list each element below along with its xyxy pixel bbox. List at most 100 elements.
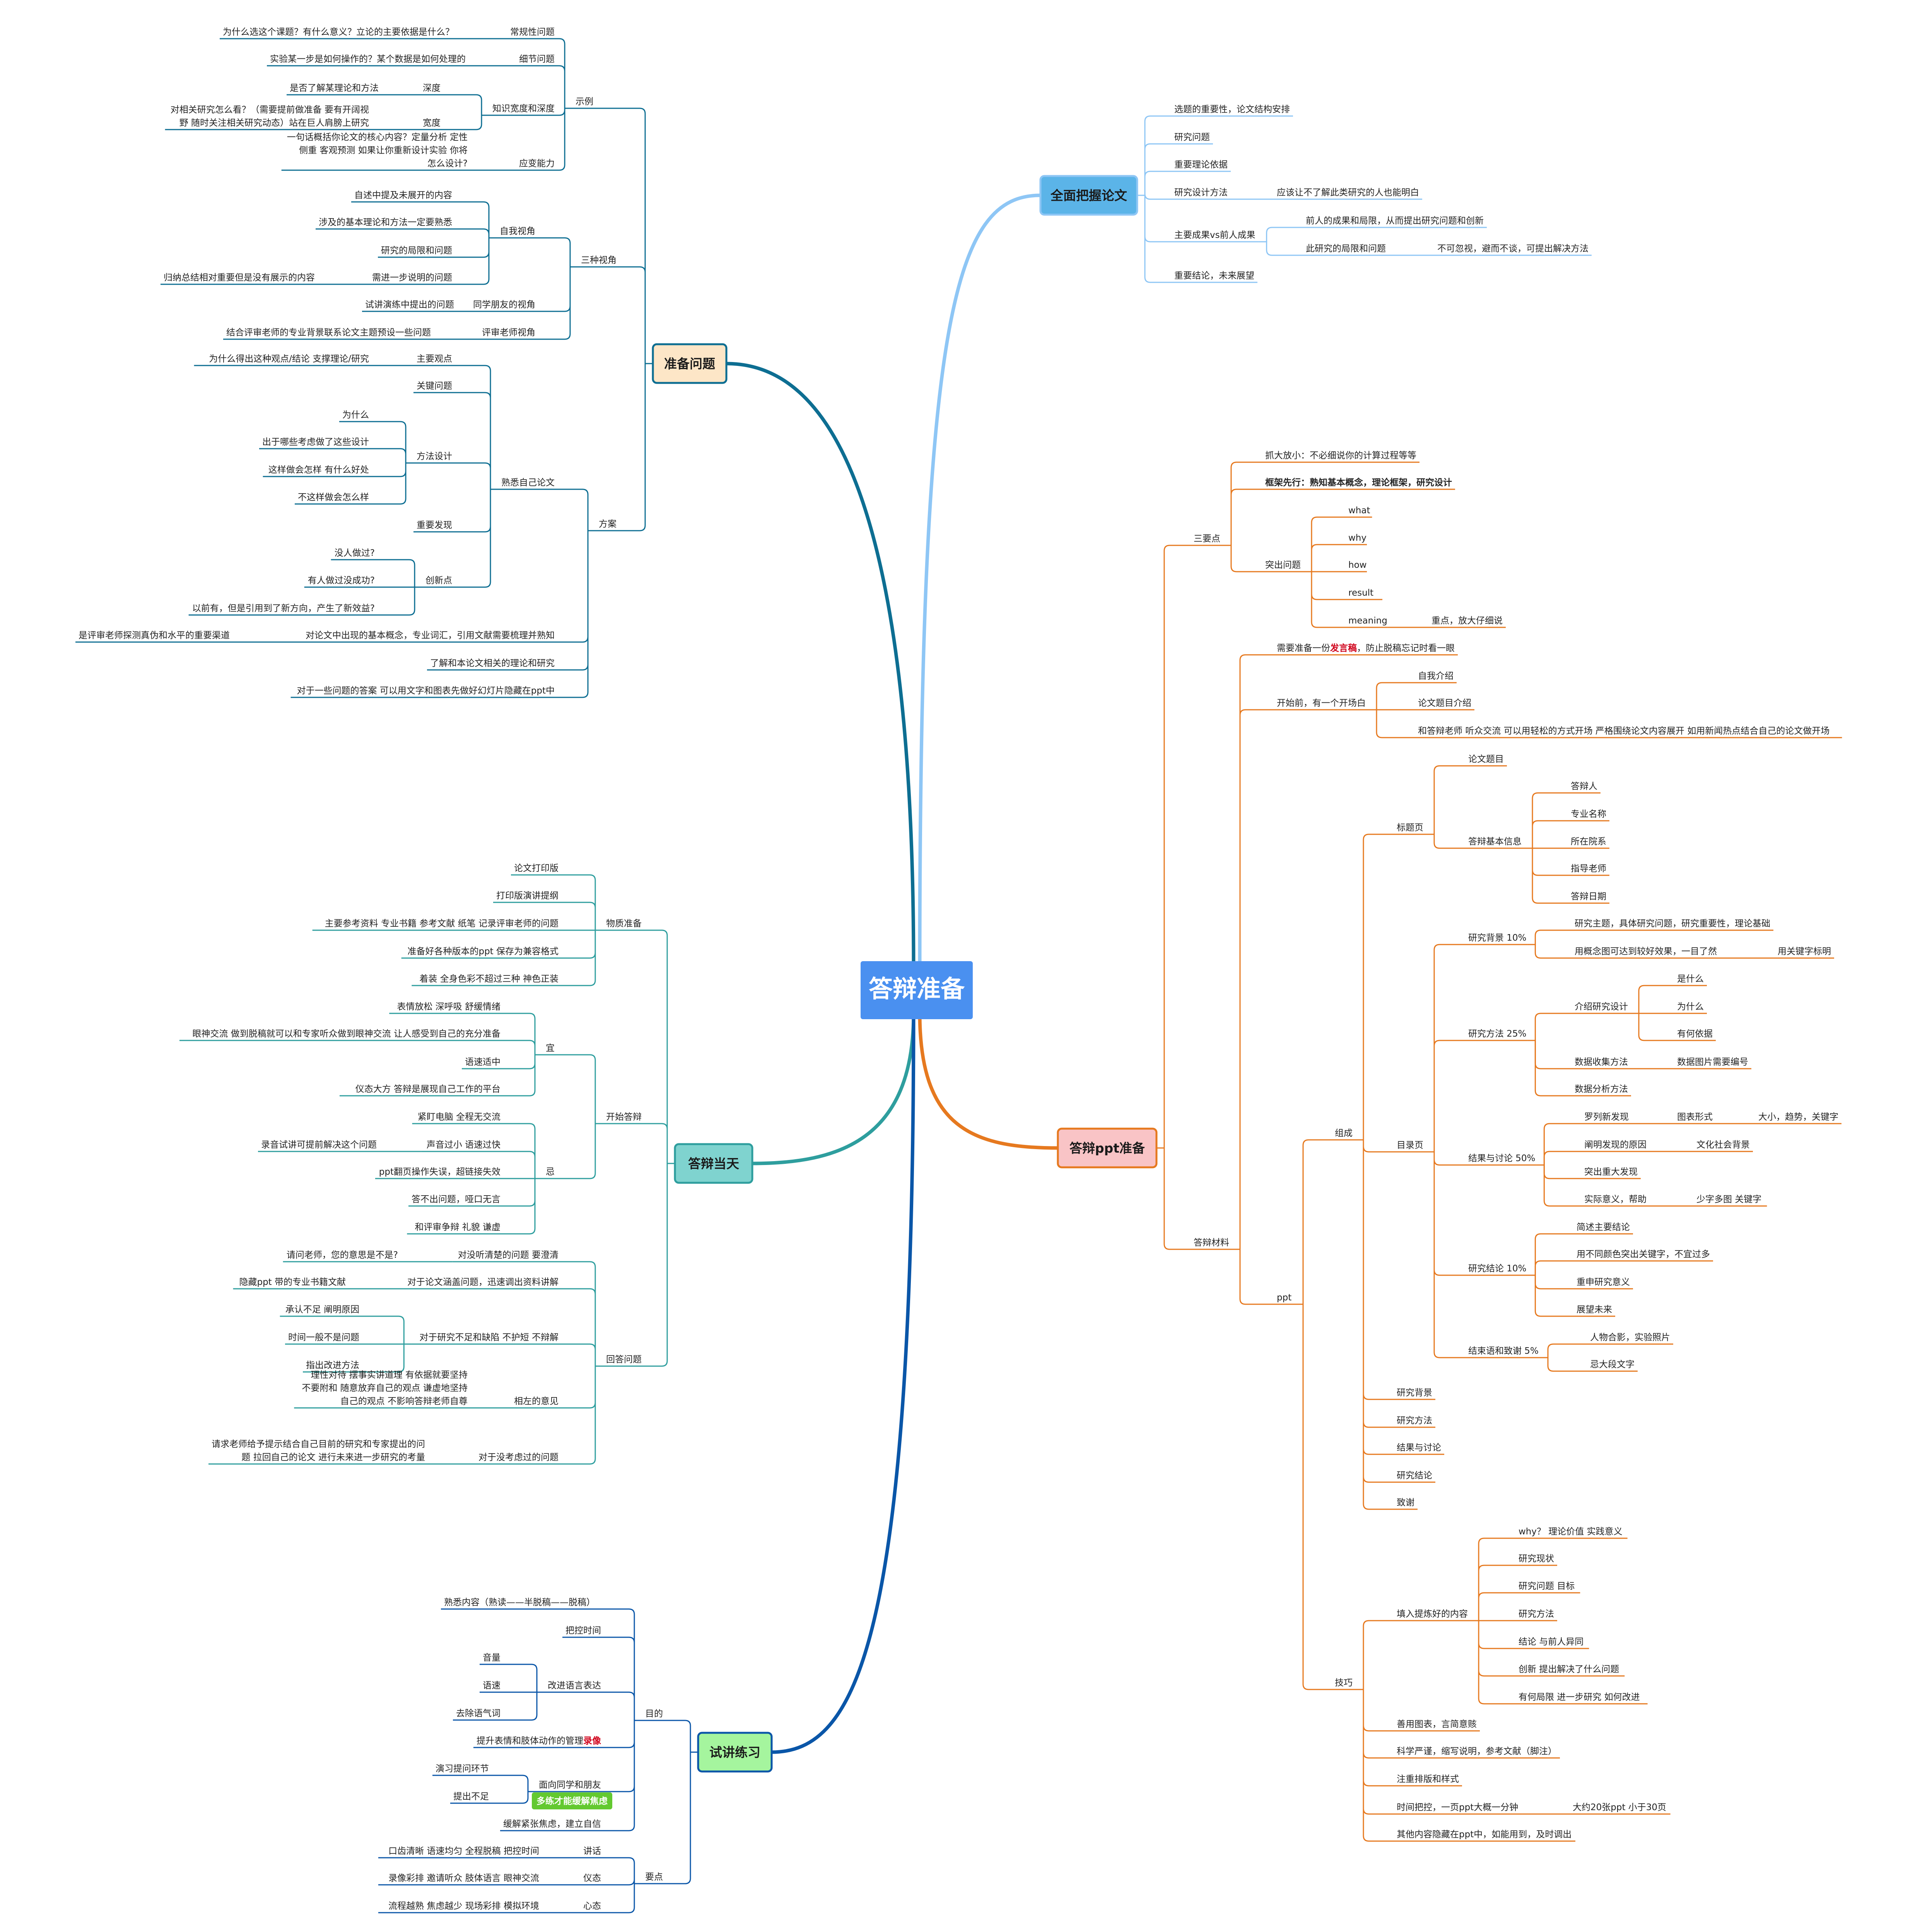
node-d2b2a[interactable]: 录音试讲可提前解决这个问题 [258,1140,379,1152]
node-tv1a[interactable]: 自述中提及未展开的内容 [351,190,454,203]
node-d3c3[interactable]: 指出改进方法 [303,1360,362,1373]
node-c1b1b[interactable]: 用概念图可达到较好效果，一目了然 [1572,946,1720,959]
node-d3a1[interactable]: 请问老师，您的意思是不是? [283,1250,400,1262]
node-ex1[interactable]: 常规性问题 [507,27,557,39]
node-c1b1b1[interactable]: 用关键字标明 [1775,946,1834,959]
node-d1c[interactable]: 主要参考资料 专业书籍 参考文献 纸笔 记录评审老师的问题 [312,919,561,931]
node-c1g[interactable]: 致谢 [1394,1498,1418,1510]
node-c1b2b1[interactable]: 数据图片需要编号 [1675,1057,1751,1069]
node-p1f[interactable]: 缓解紧张焦虑，建立自信 [500,1819,603,1831]
node-p1c[interactable]: 改进语言表达 [545,1681,603,1693]
node-g6[interactable]: 重要结论，未来展望 [1172,271,1257,283]
node-pl1e[interactable]: 创新点 [422,576,454,588]
node-tv1b[interactable]: 涉及的基本理论和方法一定要熟悉 [316,217,454,230]
node-d1a[interactable]: 论文打印版 [511,863,561,876]
node-c1a2d[interactable]: 指导老师 [1568,864,1609,876]
node-pl1a1[interactable]: 为什么得出这种观点/结论 支撑理论/研究 [194,354,371,366]
node-c1b5[interactable]: 结束语和致谢 5% [1466,1346,1541,1358]
node-d3b[interactable]: 对于论文涵盖问题，迅速调出资料讲解 [404,1277,561,1290]
node-k1[interactable]: 三要点 [1191,534,1223,546]
node-c1b3d1[interactable]: 少字多图 关键字 [1694,1194,1767,1207]
node-g1[interactable]: 选题的重要性，论文结构安排 [1172,104,1293,117]
node-ex3a1[interactable]: 是否了解某理论和方法 [287,83,381,96]
node-c1a2b[interactable]: 专业名称 [1568,809,1609,822]
node-d2b1[interactable]: 紧盯电脑 全程无交流 [412,1112,503,1124]
node-c2a1[interactable]: why？ 理论价值 实践意义 [1516,1527,1628,1539]
node-p1c1[interactable]: 音量 [480,1653,503,1665]
node-c2d[interactable]: 注重排版和样式 [1394,1774,1462,1787]
node-k2c[interactable]: ppt [1274,1293,1296,1305]
node-c1b2a2[interactable]: 为什么 [1675,1002,1707,1014]
node-tv2[interactable]: 同学朋友的视角 [470,300,538,312]
node-pl1c4[interactable]: 不这样做会怎么样 [295,492,371,505]
node-d2a1[interactable]: 表情放松 深呼吸 舒缓情绪 [389,1002,503,1014]
node-c1a2a[interactable]: 答辩人 [1568,781,1601,794]
node-c2e[interactable]: 时间把控，一页ppt大概一分钟 [1394,1802,1522,1815]
node-pl1d[interactable]: 重要发现 [413,520,454,533]
node-p2c[interactable]: 心态 [580,1901,603,1913]
node-c1a2c[interactable]: 所在院系 [1568,837,1609,849]
node-c1[interactable]: 组成 [1332,1128,1356,1141]
node-p1e1[interactable]: 演习提问环节 [432,1764,491,1776]
node-k2b1[interactable]: 自我介绍 [1416,671,1457,683]
node-tv2a[interactable]: 试讲演练中提出的问题 [362,300,456,312]
node-d2b[interactable]: 忌 [543,1167,557,1179]
node-c1b4b[interactable]: 用不同颜色突出关键字，不宜过多 [1574,1249,1713,1262]
node-d2b2[interactable]: 声音过小 语速过快 [421,1140,503,1152]
node-d2a2[interactable]: 眼神交流 做到脱稿就可以和专家听众做到眼神交流 让人感受到自己的充分准备 [179,1029,503,1041]
node-c1b[interactable]: 目录页 [1394,1140,1426,1153]
node-k2[interactable]: 答辩材料 [1191,1238,1232,1250]
node-k1c[interactable]: 突出问题 [1263,560,1304,572]
main-topic-prep[interactable]: 准备问题 [652,343,728,384]
node-k2a[interactable]: 需要准备一份发言稿，防止脱稿忘记时看一眼 [1274,643,1458,656]
node-pl1c[interactable]: 方法设计 [413,451,454,464]
node-k1b[interactable]: 框架先行：熟知基本概念，理论框架，研究设计 [1263,477,1455,490]
node-c2e1[interactable]: 大约20张ppt 小于30页 [1570,1802,1671,1815]
node-c2b[interactable]: 善用图表，言简意赅 [1394,1719,1480,1732]
node-p2b[interactable]: 仪态 [580,1873,603,1886]
node-p1e2[interactable]: 提出不足 [450,1792,491,1804]
node-tv3[interactable]: 评审老师视角 [479,328,538,340]
node-c2a5[interactable]: 结论 与前人异同 [1516,1637,1589,1649]
node-d1[interactable]: 物质准备 [603,919,644,931]
node-p1a[interactable]: 熟悉内容（熟读——半脱稿——脱稿） [441,1597,598,1610]
node-k2b3[interactable]: 和答辩老师 听众交流 可以用轻松的方式开场 严格围绕论文内容展开 如用新闻热点结… [1416,726,1842,738]
node-p2[interactable]: 要点 [642,1872,665,1884]
node-c1c[interactable]: 研究背景 [1394,1388,1435,1400]
node-pl1e3[interactable]: 以前有，但是引用到了新方向，产生了新效益? [188,603,377,616]
node-c1b4c[interactable]: 重申研究意义 [1574,1277,1633,1290]
node-k1a[interactable]: 抓大放小：不必细说你的计算过程等等 [1263,451,1419,463]
node-pl1[interactable]: 熟悉自己论文 [498,478,557,490]
node-d2b5[interactable]: 和评审争辩 礼貌 谦虚 [407,1222,503,1235]
node-k1c5[interactable]: meaning [1346,616,1388,628]
main-topic-prac[interactable]: 试讲练习 [697,1732,773,1773]
node-c1b5a[interactable]: 人物合影，实验照片 [1588,1332,1673,1345]
node-c1b4[interactable]: 研究结论 10% [1466,1264,1528,1276]
node-ex3a[interactable]: 深度 [420,83,443,96]
node-d1e[interactable]: 着装 全身色彩不超过三种 神色正装 [412,974,561,986]
node-k1c3[interactable]: how [1346,560,1367,572]
node-p2c1[interactable]: 流程越熟 焦虑越少 现场彩排 模拟环境 [378,1901,541,1913]
node-p1b[interactable]: 把控时间 [562,1626,603,1638]
node-k1c4[interactable]: result [1346,588,1383,600]
node-pl4[interactable]: 对于一些问题的答案 可以用文字和图表先做好幻灯片隐藏在ppt中 [290,686,557,698]
node-c1b2a1[interactable]: 是什么 [1675,974,1707,986]
node-g4[interactable]: 研究设计方法 [1172,188,1231,200]
node-c1b3c[interactable]: 突出重大发现 [1582,1167,1641,1179]
node-c1f[interactable]: 研究结论 [1394,1471,1435,1483]
node-c2a2[interactable]: 研究现状 [1516,1554,1557,1566]
node-p1c2[interactable]: 语速 [480,1681,503,1693]
node-c1b3[interactable]: 结果与讨论 50% [1466,1153,1537,1166]
node-d3b1[interactable]: 隐藏ppt 带的专业书籍文献 [233,1277,348,1290]
node-d2b4[interactable]: 答不出问题，哑口无言 [408,1194,503,1207]
node-p1[interactable]: 目的 [642,1709,665,1721]
node-pl1a[interactable]: 主要观点 [413,354,454,366]
node-d3a[interactable]: 对没听清楚的问题 要澄清 [452,1250,561,1262]
node-ex3b[interactable]: 宽度 [420,118,443,130]
node-ex[interactable]: 示例 [572,97,596,109]
node-c1b3d[interactable]: 实际意义，帮助 [1582,1194,1650,1207]
node-c1a2e[interactable]: 答辩日期 [1568,892,1609,904]
node-c1b3b[interactable]: 阐明发现的原因 [1582,1140,1650,1152]
